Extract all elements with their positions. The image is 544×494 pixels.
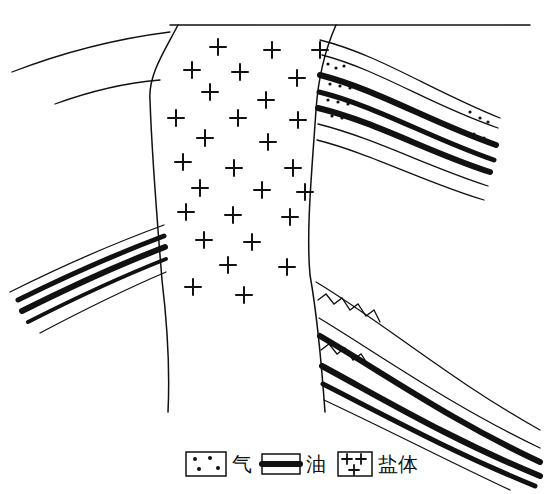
stratum-line bbox=[324, 400, 510, 490]
surface-line bbox=[170, 24, 530, 26]
oil-band bbox=[318, 108, 490, 172]
gas-swatch bbox=[186, 452, 226, 476]
oil-band bbox=[22, 247, 165, 311]
legend-label: 油 bbox=[306, 454, 326, 474]
oil-band bbox=[320, 75, 496, 145]
oil-swatch-band bbox=[262, 461, 300, 467]
stratum-line bbox=[55, 80, 160, 104]
salt-boundary bbox=[309, 25, 336, 412]
gas-wave bbox=[318, 294, 380, 322]
oil-band bbox=[28, 259, 166, 322]
oil-band bbox=[319, 92, 494, 160]
salt-boundary bbox=[150, 25, 178, 412]
stratum-line bbox=[318, 124, 488, 186]
gas-wave bbox=[321, 344, 369, 366]
stratum-line bbox=[12, 32, 170, 72]
oil-band bbox=[322, 366, 540, 476]
salt-crosses bbox=[168, 39, 328, 303]
gas-dots bbox=[193, 62, 490, 471]
stratum-line bbox=[317, 140, 484, 200]
oil-band bbox=[323, 384, 535, 486]
legend-label: 气 bbox=[232, 454, 252, 474]
legend-label: 盐体 bbox=[378, 454, 418, 474]
salt-swatch bbox=[338, 452, 372, 476]
stratum-line bbox=[40, 272, 166, 333]
stratum-line bbox=[316, 282, 540, 430]
oil-swatch bbox=[262, 454, 300, 474]
salt-swatch-crosses bbox=[342, 454, 366, 475]
